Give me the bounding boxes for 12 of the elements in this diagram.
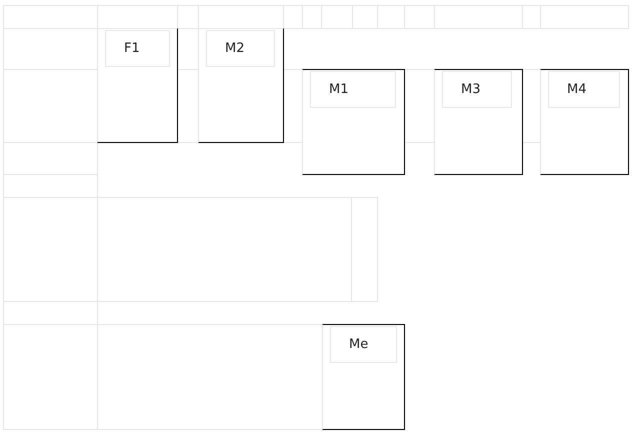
- name-label: Me: [330, 326, 397, 363]
- name-label: F1: [105, 30, 170, 67]
- name-label: M1: [310, 71, 396, 108]
- name-label: M4: [548, 71, 620, 108]
- name-label: M2: [206, 30, 275, 67]
- card: [97, 28, 178, 143]
- card: [540, 69, 629, 175]
- name-label: M3: [442, 71, 512, 108]
- card: [322, 324, 405, 430]
- card: [198, 28, 284, 143]
- card: [434, 69, 523, 175]
- card: [302, 69, 405, 175]
